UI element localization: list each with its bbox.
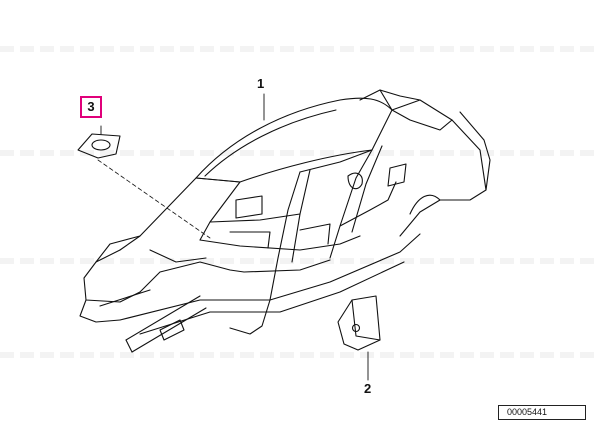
watermark-band [0,258,600,264]
car-body-shell [79,89,491,353]
reference-number-box: 00005441 [498,405,586,420]
bracket-part [337,295,381,351]
watermark-band [0,352,600,358]
dashed-leader-3 [97,159,211,239]
watermark-band [0,46,600,52]
cover-plate-part [77,125,121,159]
callout-label-3[interactable]: 3 [80,96,102,118]
callout-label-2: 2 [364,381,372,396]
callout-label-1: 1 [257,76,265,91]
watermark-band [0,150,600,156]
